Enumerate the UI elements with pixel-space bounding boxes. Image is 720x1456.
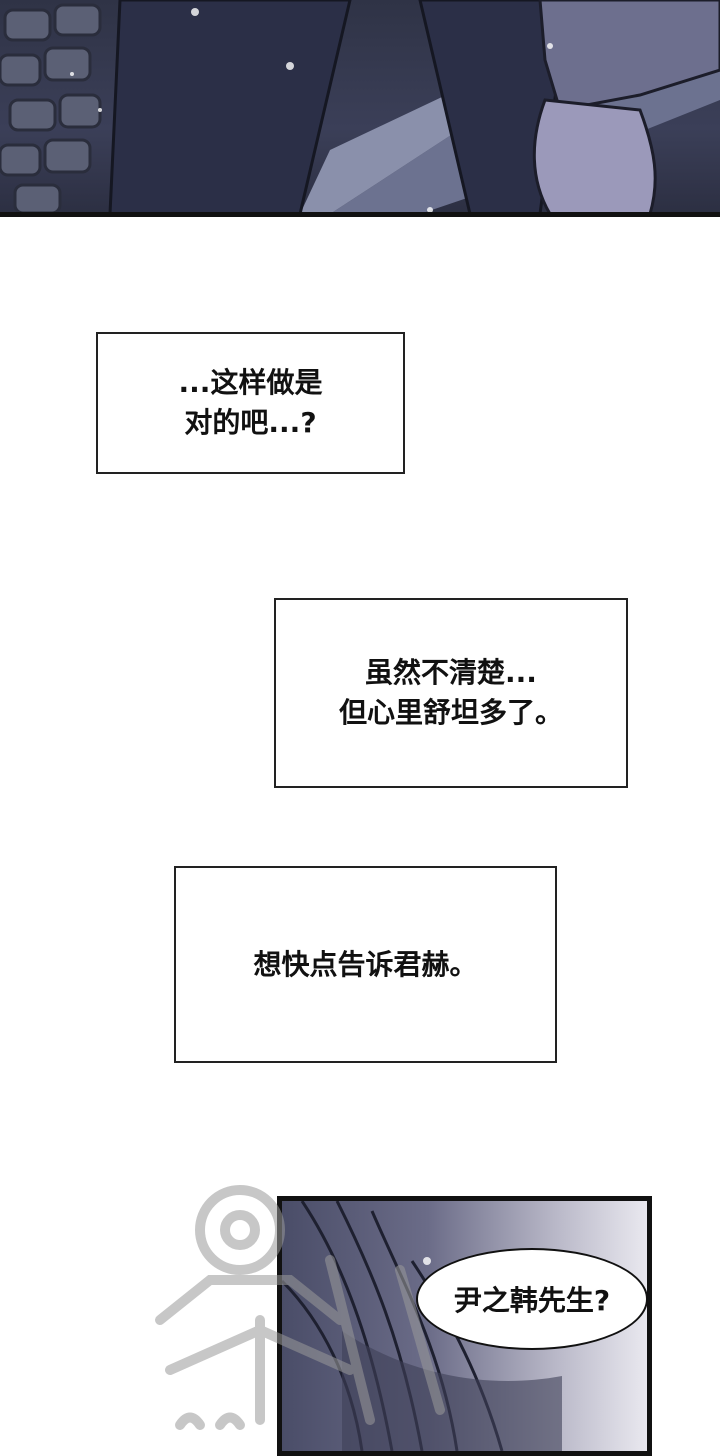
watermark-logo	[155, 1185, 445, 1430]
speech-text: 尹之韩先生?	[453, 1284, 611, 1317]
street-scene-illustration	[0, 0, 720, 214]
narration-box-1: ...这样做是 对的吧...?	[96, 332, 405, 474]
panel-border	[0, 212, 720, 217]
top-comic-panel	[0, 0, 720, 214]
narration-line: 对的吧...?	[184, 406, 317, 439]
narration-line: ...这样做是	[178, 366, 323, 399]
character-hair-illustration	[282, 1201, 562, 1451]
narration-line: 但心里舒坦多了。	[338, 696, 563, 729]
speech-bubble: 尹之韩先生?	[416, 1248, 648, 1350]
narration-line: 想快点告诉君赫。	[253, 947, 478, 981]
narration-line: 虽然不清楚...	[365, 656, 537, 689]
narration-box-2: 虽然不清楚... 但心里舒坦多了。	[274, 598, 628, 788]
narration-box-3: 想快点告诉君赫。	[174, 866, 557, 1063]
